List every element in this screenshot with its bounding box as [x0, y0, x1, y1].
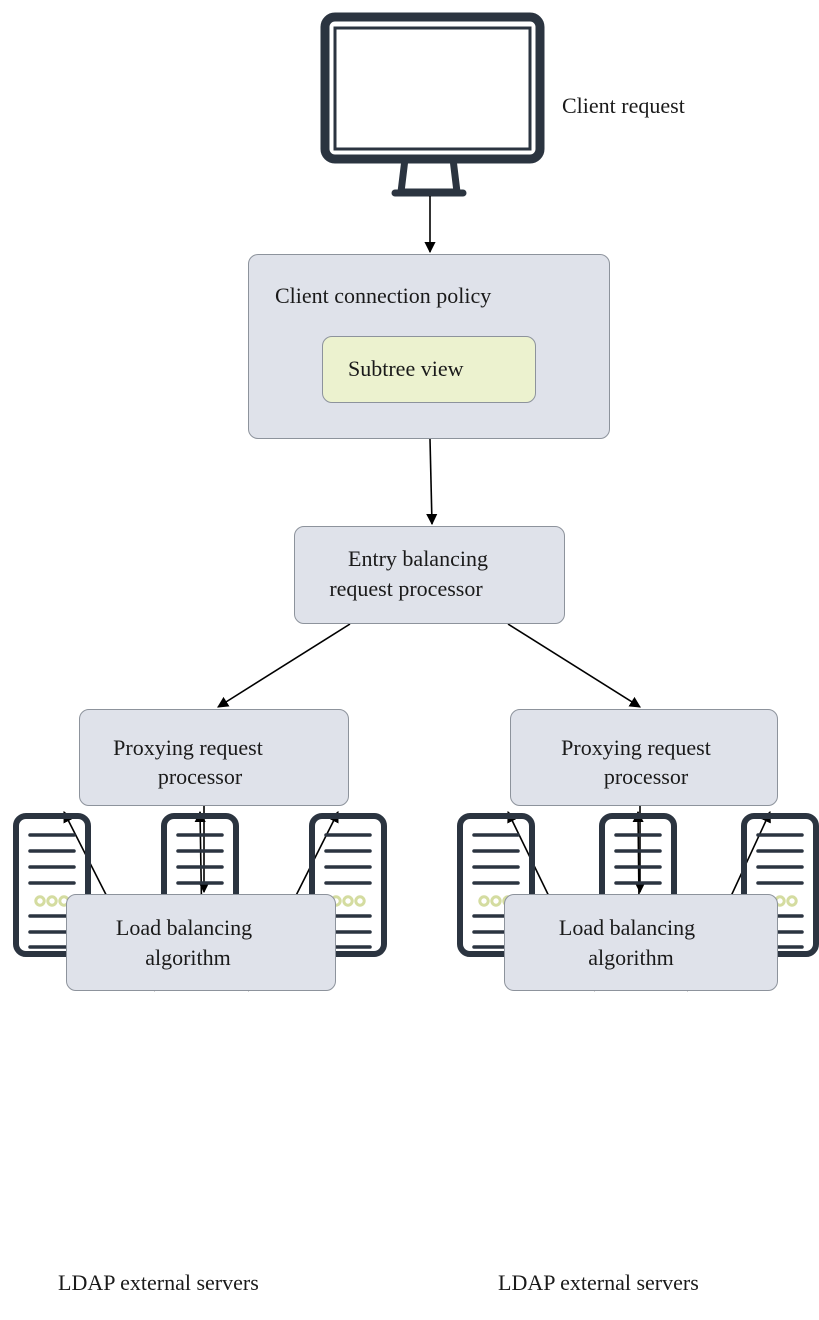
- arrow-policy-to-entry: [426, 438, 438, 526]
- proxying-processor-box-right: [510, 709, 778, 806]
- server-icon: [13, 813, 91, 957]
- load-balancing-label-left-line1: Load balancing: [115, 915, 253, 940]
- proxying-label-right-line1: Proxying request: [561, 735, 711, 760]
- client-connection-policy-label: Client connection policy: [275, 283, 492, 308]
- load-balancing-box-right: [504, 894, 778, 991]
- arrow-entry-to-proxy-right: [507, 623, 641, 708]
- entry-balancing-label-line1: Entry balancing: [348, 546, 488, 571]
- server-icon: [309, 813, 387, 957]
- ldap-servers-label-left: LDAP external servers: [58, 1270, 259, 1295]
- subtree-view-box: [322, 336, 536, 403]
- proxying-label-left-line1: Proxying request: [113, 735, 263, 760]
- load-balancing-label-right-line1: Load balancing: [558, 915, 696, 940]
- entry-balancing-label-line2: request processor: [329, 576, 483, 601]
- load-balancing-label-right-line2: algorithm: [588, 945, 674, 970]
- client-request-label: Client request: [562, 93, 685, 118]
- monitor-icon: [320, 12, 545, 197]
- arrow-entry-to-proxy-left: [217, 623, 351, 708]
- subtree-view-label: Subtree view: [348, 356, 464, 381]
- entry-balancing-box: [294, 526, 565, 624]
- ldap-servers-label-right: LDAP external servers: [498, 1270, 699, 1295]
- load-balancing-label-left-line2: algorithm: [145, 945, 231, 970]
- proxying-label-right-line2: processor: [603, 764, 689, 789]
- proxying-processor-box-left: [79, 709, 349, 806]
- load-balancing-box-left: [66, 894, 336, 991]
- proxying-label-left-line2: processor: [157, 764, 243, 789]
